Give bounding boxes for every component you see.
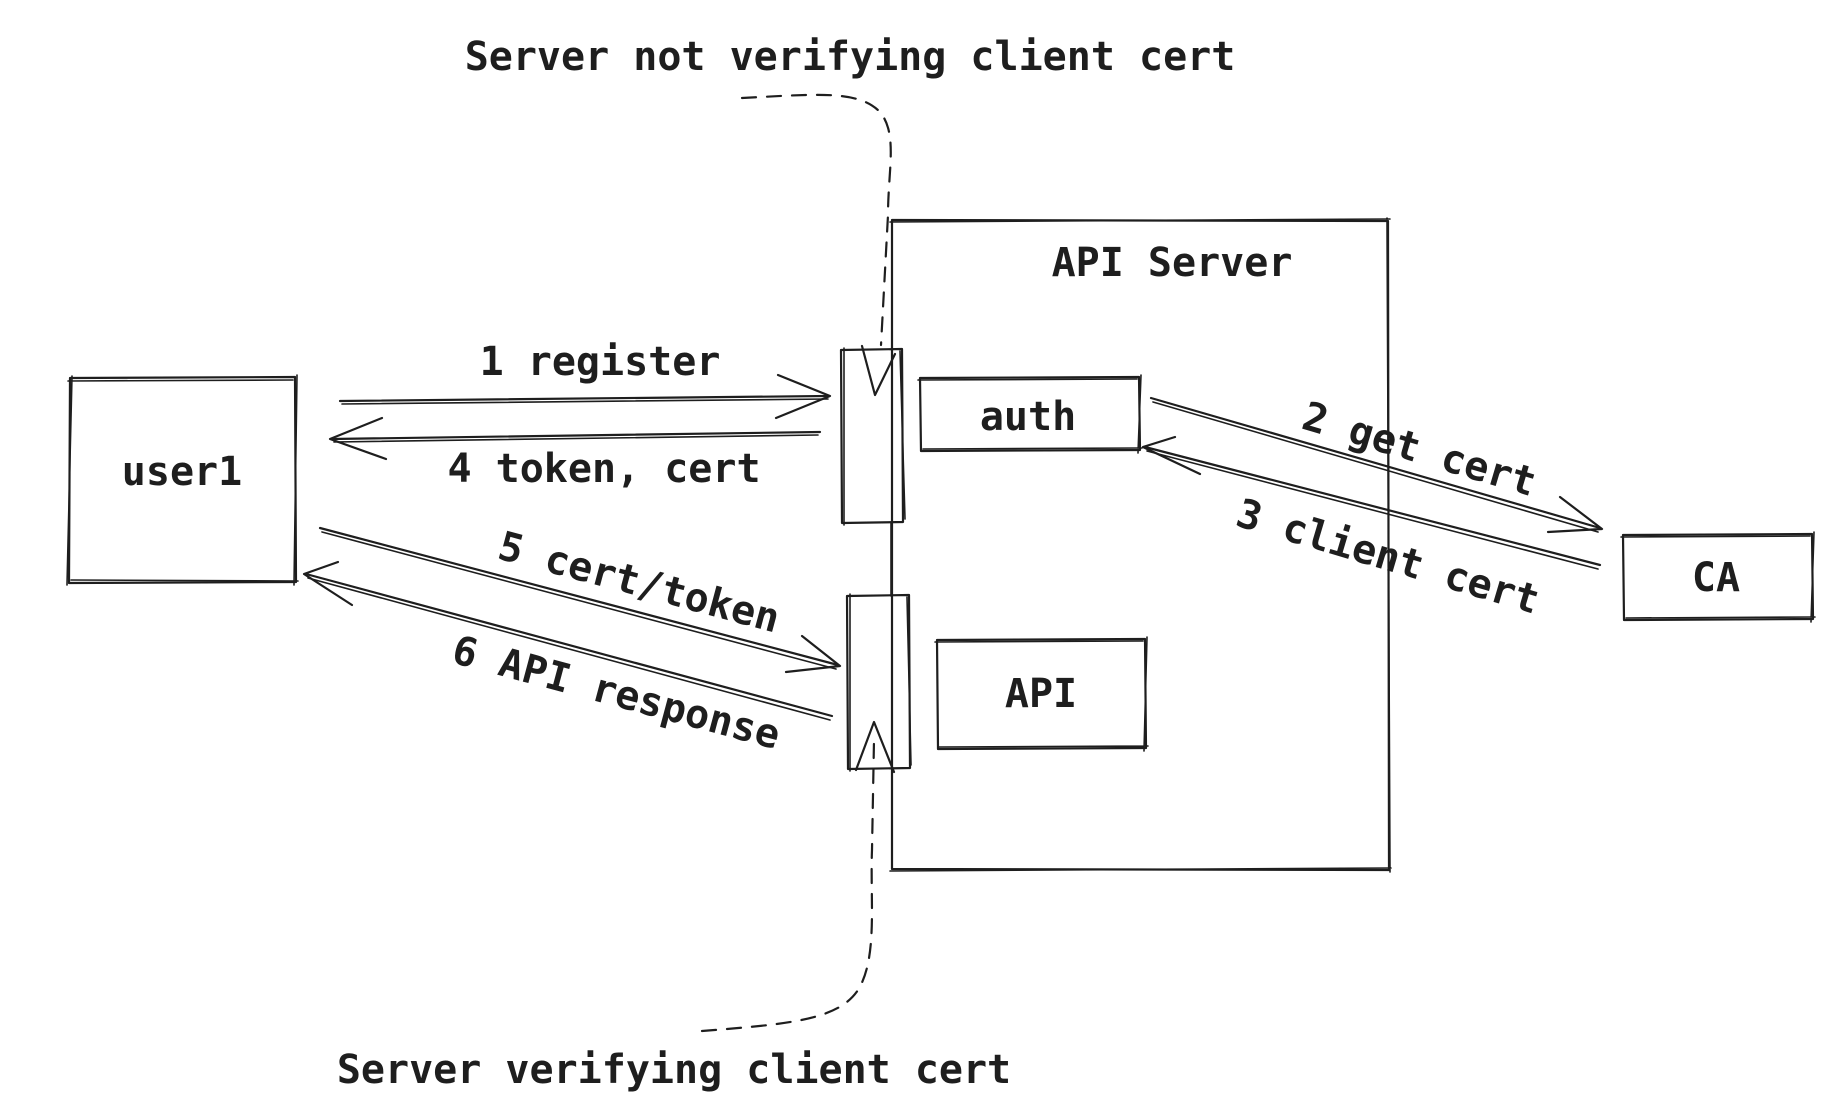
auth-node (917, 374, 1143, 454)
user1-node (66, 374, 299, 586)
api-node (934, 636, 1149, 752)
ca-label: CA (1692, 555, 1740, 601)
arrow-cert-token (318, 526, 842, 674)
register-label: 1 register (480, 339, 721, 385)
ca-node (1620, 531, 1816, 623)
arrow-token-cert (328, 416, 822, 461)
api-label: API (1005, 671, 1077, 717)
not-verifying-pointer (740, 93, 897, 397)
cert-token-label: 5 cert/token (493, 523, 784, 642)
user1-label: user1 (122, 449, 242, 495)
auth-label: auth (980, 394, 1076, 440)
verifying-pointer (700, 720, 896, 1033)
arrow-api-response (302, 560, 834, 721)
api-server-label: API Server (1052, 240, 1293, 286)
arrow-client-cert (1141, 435, 1602, 570)
not-verifying-annotation: Server not verifying client cert (465, 34, 1236, 80)
api-server-container (889, 217, 1392, 873)
verifying-annotation: Server verifying client cert (337, 1047, 1011, 1093)
token-cert-label: 4 token, cert (447, 446, 760, 492)
gateway-unverified (839, 347, 906, 526)
get-cert-label: 2 get cert (1297, 393, 1541, 506)
arrow-get-cert (1149, 396, 1604, 534)
arrow-register (338, 373, 832, 420)
api-response-label: 6 API response (447, 627, 785, 759)
gateway-verified (845, 593, 912, 772)
